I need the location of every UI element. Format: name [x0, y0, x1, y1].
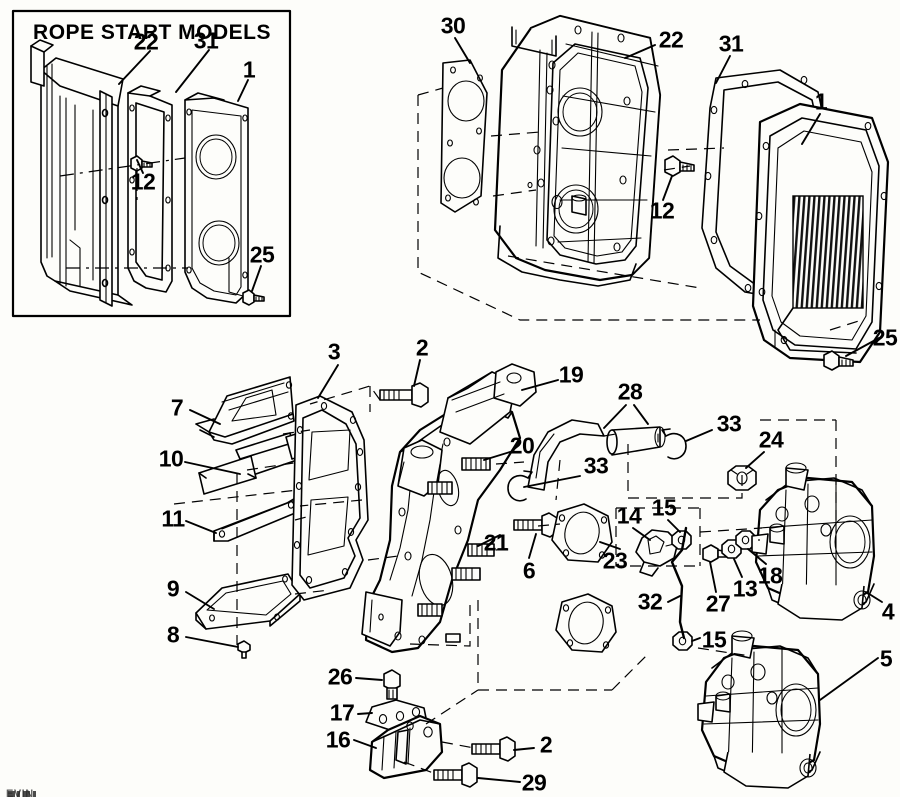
callout-33-10: 33 [716, 410, 742, 437]
inset-callout-25-4: 25 [249, 241, 275, 268]
manifold-stud-21a [467, 543, 495, 557]
callout-4-28: 4 [881, 598, 895, 625]
manifold-stud-inner-1 [427, 481, 453, 495]
screw-26 [383, 669, 401, 700]
air-silencer-screw-25 [823, 350, 854, 371]
bottom-edge-code [8, 791, 36, 797]
throttle-rod-32 [670, 526, 688, 640]
callout-2-34: 2 [539, 731, 553, 758]
callout-18-22: 18 [757, 562, 783, 589]
nut-15-upper [671, 530, 692, 550]
callout-26-31: 26 [327, 663, 353, 690]
inset-gasket [127, 85, 173, 293]
callout-19-8: 19 [558, 361, 584, 388]
callout-5-30: 5 [879, 645, 893, 672]
callout-33-15: 33 [583, 452, 609, 479]
tube-28 [606, 426, 666, 456]
inset-title-text: ROPE START MODELS [33, 21, 271, 44]
callout-12-4: 12 [649, 197, 675, 224]
carb-gasket-23-lower [555, 593, 617, 653]
inset-callout-1-2: 1 [242, 56, 256, 83]
screw-8 [237, 640, 251, 659]
intake-manifold-body [361, 363, 537, 654]
reed-housing-gasket-3 [291, 395, 369, 601]
callout-13-23: 13 [732, 575, 758, 602]
nut-15-lower [672, 631, 693, 651]
inset-screw-25 [242, 289, 265, 306]
bracket-16 [368, 714, 444, 780]
callout-15-18: 15 [651, 494, 677, 521]
rope-start-inset-box [11, 9, 292, 318]
hose-clamp-33-upper [661, 428, 687, 460]
callout-7-12: 7 [170, 394, 184, 421]
callout-2-7: 2 [415, 334, 429, 361]
manifold-stud-20 [461, 457, 491, 471]
callout-8-27: 8 [166, 621, 180, 648]
callout-27-24: 27 [705, 590, 731, 617]
callout-24-11: 24 [758, 426, 784, 453]
inset-callout-22-0: 22 [133, 28, 159, 55]
cover-plate-9 [195, 573, 301, 630]
hose-clamp-33-lower [507, 470, 533, 502]
callout-25-5: 25 [872, 324, 898, 351]
callout-15-29: 15 [701, 626, 727, 653]
callout-31-2: 31 [718, 30, 744, 57]
inset-air-silencer-base [30, 39, 133, 307]
callout-16-33: 16 [325, 726, 351, 753]
callout-29-35: 29 [521, 769, 547, 796]
inset-air-silencer-cover [184, 92, 249, 304]
callout-3-6: 3 [327, 338, 341, 365]
carburetor-5 [697, 630, 822, 789]
inset-callout-12-3: 12 [130, 168, 156, 195]
callout-17-32: 17 [329, 699, 355, 726]
callout-6-20: 6 [522, 557, 536, 584]
manifold-stud-21b [451, 567, 481, 581]
bolt-2-bottom [471, 736, 516, 762]
sheet-code: EVIN [6, 788, 34, 797]
callout-9-26: 9 [166, 575, 180, 602]
intake-gasket-30 [440, 59, 488, 213]
bolt-29 [433, 762, 478, 788]
callout-22-1: 22 [658, 26, 684, 53]
callout-14-17: 14 [616, 502, 642, 529]
callout-21-19: 21 [483, 529, 509, 556]
inset-callout-31-1: 31 [193, 27, 219, 54]
callout-23-21: 23 [602, 547, 628, 574]
callout-10-13: 10 [158, 445, 184, 472]
bolt-2-top [379, 382, 429, 408]
manifold-stud-inner-2 [417, 603, 443, 617]
washer-18 [735, 530, 756, 550]
carb-gasket-23-upper [551, 503, 613, 563]
callout-28-9: 28 [617, 378, 643, 405]
callout-20-14: 20 [509, 432, 535, 459]
callout-11-16: 11 [161, 505, 185, 532]
callout-32-25: 32 [637, 588, 663, 615]
callout-30-0: 30 [440, 12, 466, 39]
air-silencer-base-22 [493, 14, 662, 287]
air-silencer-cover-1 [751, 102, 890, 364]
air-silencer-screw-12 [664, 155, 695, 177]
callout-1-3: 1 [814, 88, 828, 115]
reed-stop-7 [195, 376, 295, 445]
carburetor-4 [751, 462, 876, 621]
